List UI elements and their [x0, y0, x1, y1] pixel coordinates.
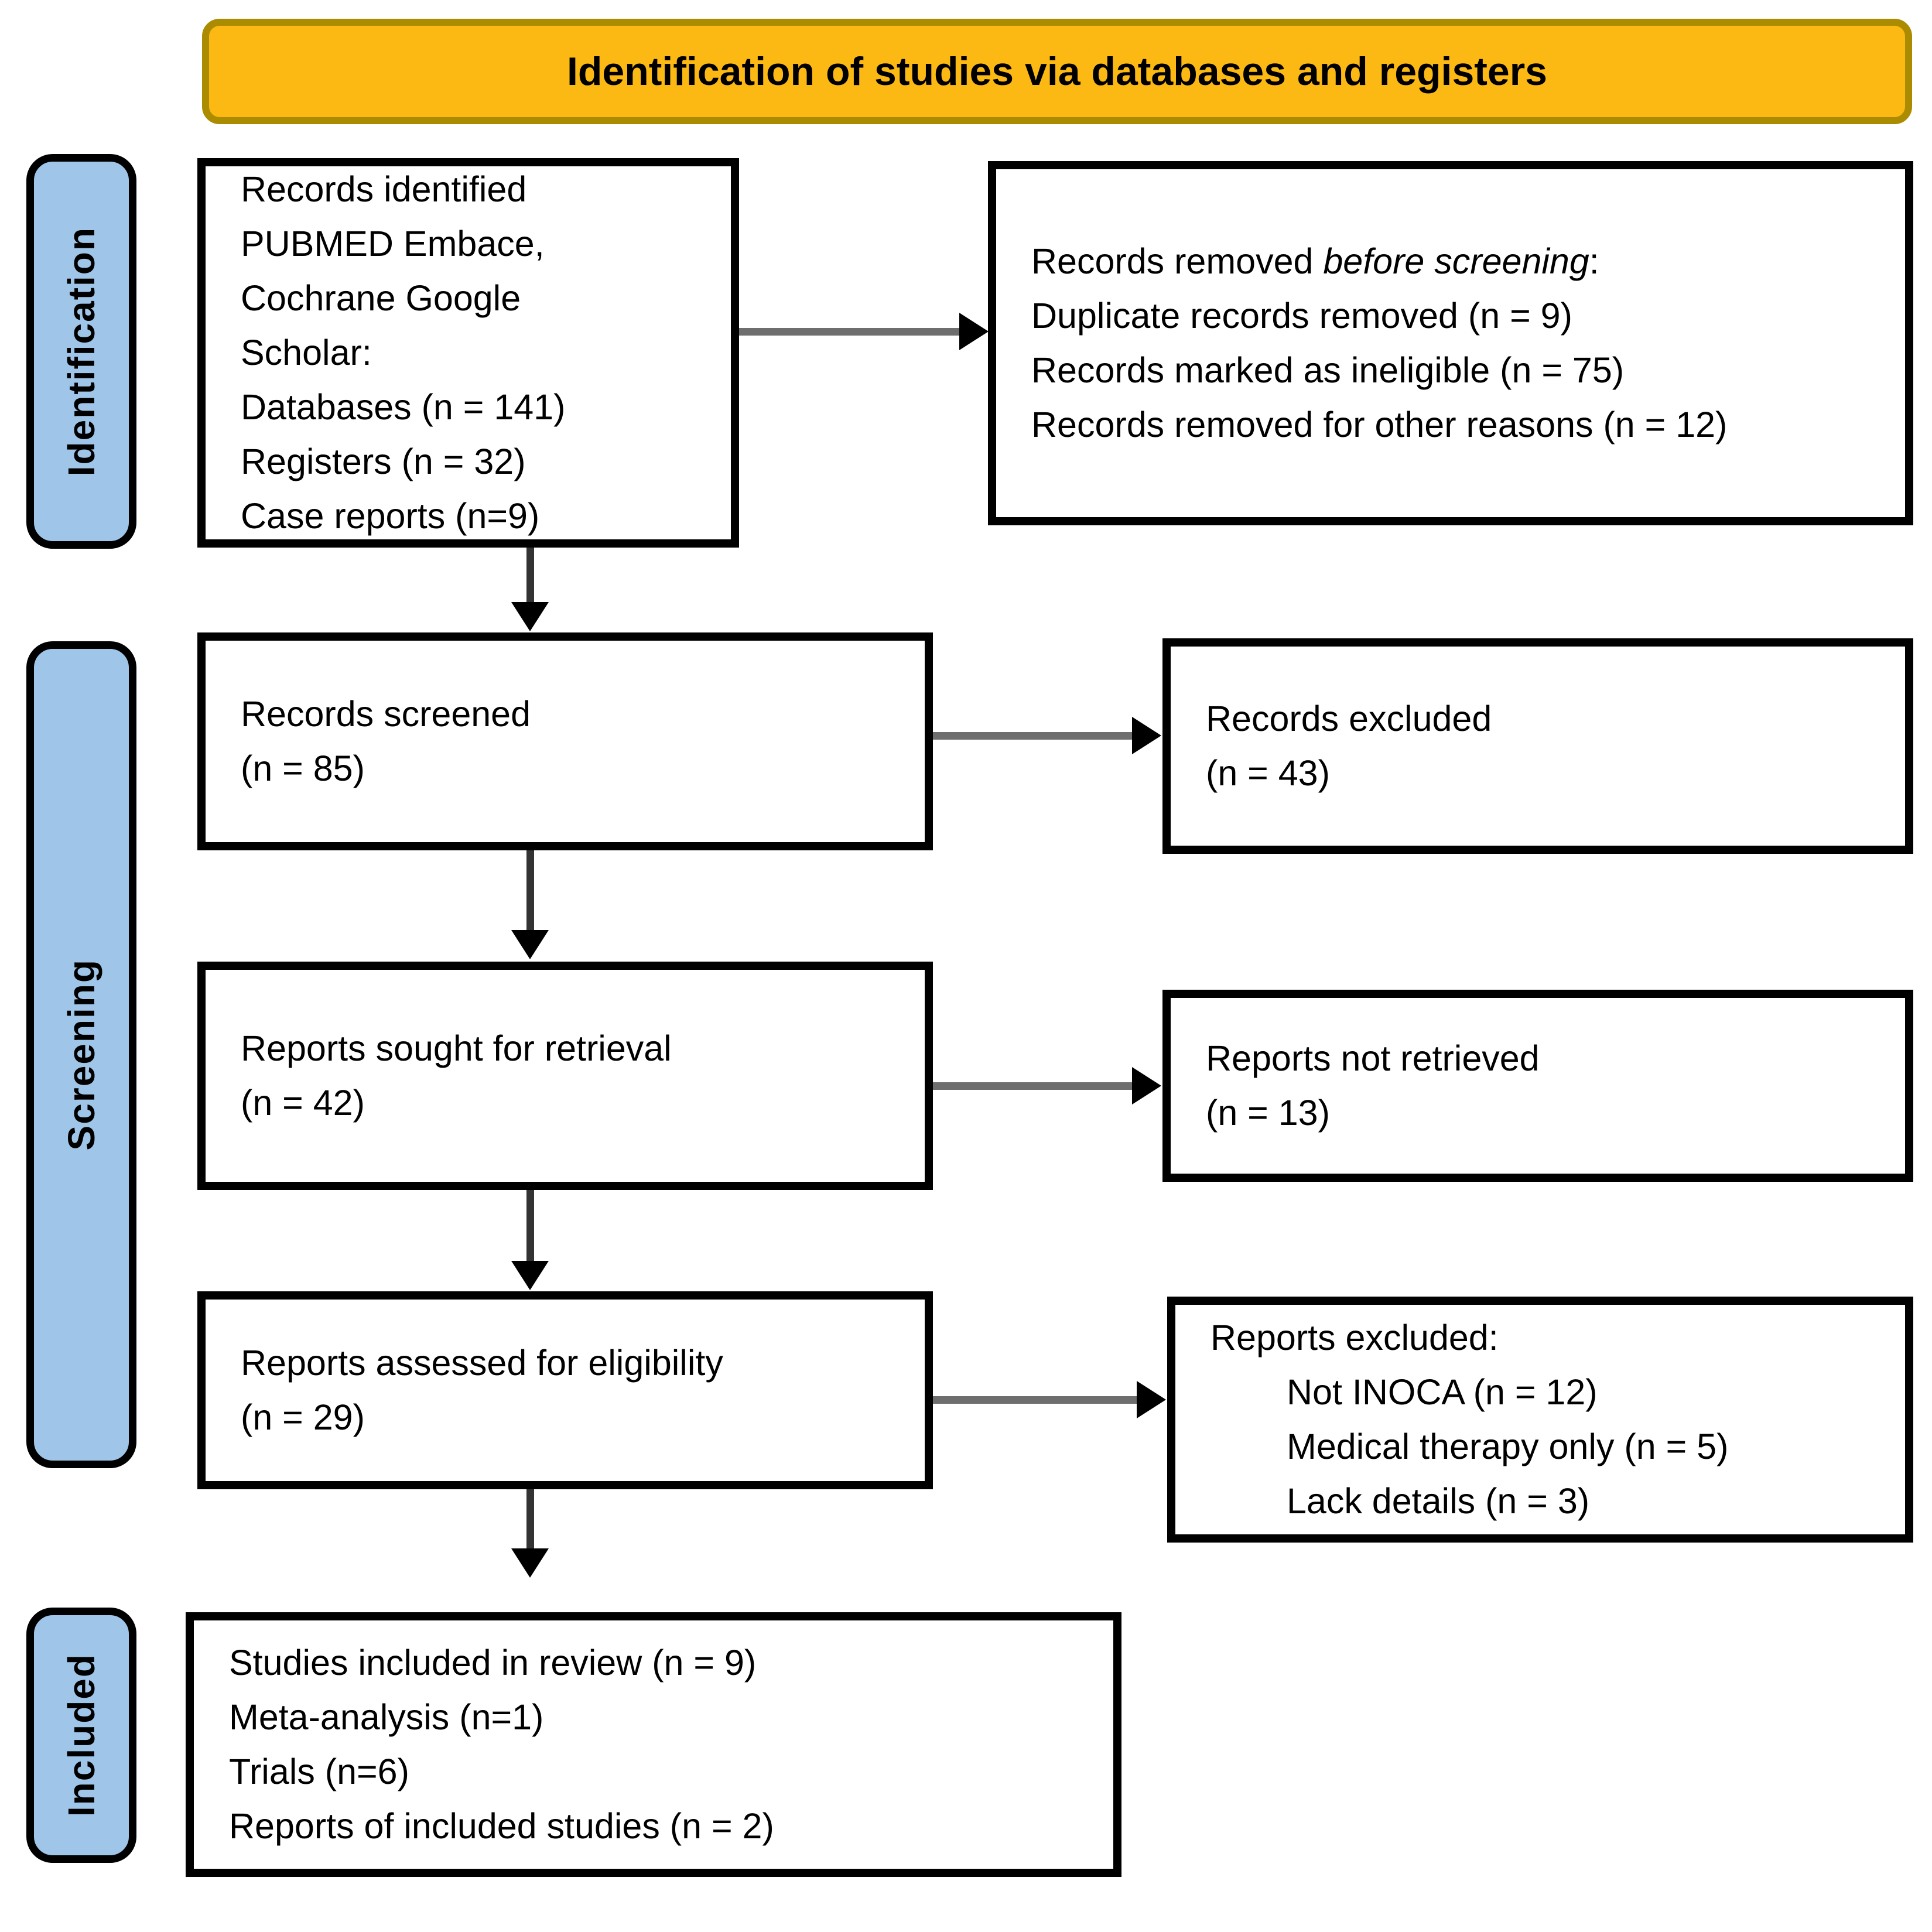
box-line: Records excluded [1206, 699, 1492, 738]
arrow-right-icon [959, 313, 989, 350]
box-line: Meta-analysis (n=1) [229, 1697, 544, 1737]
box-line: Cochrane Google [241, 278, 521, 318]
stage-bar-identification: Identification [26, 154, 136, 549]
box-records-screened: Records screened (n = 85) [197, 632, 933, 850]
arrow-screened-to-excluded [933, 732, 1135, 740]
box-line: Reports of included studies (n = 2) [229, 1806, 774, 1846]
arrow-sought-to-not-retrieved [933, 1082, 1135, 1090]
box-line: Case reports (n=9) [241, 496, 540, 536]
arrow-right-icon [1132, 717, 1161, 754]
box-line: Records marked as ineligible (n = 75) [1031, 350, 1625, 390]
arrow-down-icon [511, 1261, 549, 1290]
stage-bar-screening: Screening [26, 641, 136, 1468]
diagram-title: Identification of studies via databases … [566, 49, 1548, 94]
arrow-assessed-to-included [526, 1489, 534, 1551]
box-line: (n = 43) [1206, 753, 1330, 793]
box-records-identified: Records identified PUBMED Embace, Cochra… [197, 158, 739, 548]
title-banner: Identification of studies via databases … [202, 19, 1912, 124]
box-line: Records removed before screening: [1031, 234, 1882, 289]
stage-label-identification: Identification [60, 226, 102, 477]
box-line: (n = 29) [241, 1397, 365, 1437]
box-line: Duplicate records removed (n = 9) [1031, 296, 1572, 336]
box-line: (n = 13) [1206, 1093, 1330, 1133]
box-line: Studies included in review (n = 9) [229, 1643, 757, 1683]
box-line-part: : [1589, 241, 1599, 281]
box-line: Records screened [241, 694, 531, 734]
box-line: PUBMED Embace, [241, 224, 545, 264]
box-studies-included-in-review: Studies included in review (n = 9) Meta-… [186, 1612, 1121, 1877]
box-line: (n = 42) [241, 1083, 365, 1123]
stage-label-screening: Screening [60, 959, 102, 1151]
box-line: Registers (n = 32) [241, 442, 526, 481]
box-line: Reports sought for retrieval [241, 1028, 672, 1068]
stage-label-included: Included [60, 1653, 102, 1817]
arrow-right-icon [1132, 1067, 1161, 1105]
box-reports-excluded: Reports excluded: Not INOCA (n = 12) Med… [1167, 1297, 1913, 1543]
arrow-down-icon [511, 930, 549, 959]
box-line-part: Records removed [1031, 241, 1324, 281]
box-reports-sought-for-retrieval: Reports sought for retrieval (n = 42) [197, 962, 933, 1190]
box-line: Trials (n=6) [229, 1752, 409, 1791]
box-line: Records identified [241, 169, 527, 209]
box-line: (n = 85) [241, 748, 365, 788]
box-reports-assessed-for-eligibility: Reports assessed for eligibility (n = 29… [197, 1291, 933, 1489]
box-line: Databases (n = 141) [241, 387, 566, 427]
box-line: Reports excluded: [1211, 1318, 1499, 1357]
arrow-assessed-to-excluded [933, 1396, 1139, 1404]
box-records-removed-before-screening: Records removed before screening: Duplic… [988, 161, 1913, 525]
arrow-down-icon [511, 602, 549, 631]
stage-bar-included: Included [26, 1608, 136, 1863]
box-line: Records removed for other reasons (n = 1… [1031, 405, 1728, 444]
box-reports-not-retrieved: Reports not retrieved (n = 13) [1162, 990, 1913, 1182]
box-line: Reports assessed for eligibility [241, 1343, 723, 1383]
arrow-screened-to-sought [526, 850, 534, 932]
arrow-identified-to-removed [739, 328, 962, 336]
box-line: Medical therapy only (n = 5) [1287, 1427, 1729, 1466]
box-records-excluded: Records excluded (n = 43) [1162, 638, 1913, 854]
arrow-right-icon [1137, 1381, 1166, 1418]
box-line: Not INOCA (n = 12) [1287, 1372, 1598, 1412]
box-line: Scholar: [241, 333, 372, 372]
box-line-part-italic: before screening [1323, 241, 1589, 281]
box-line: Reports not retrieved [1206, 1038, 1540, 1078]
box-line: Lack details (n = 3) [1287, 1481, 1590, 1521]
arrow-identified-to-screened [526, 548, 534, 606]
arrow-down-icon [511, 1548, 549, 1578]
arrow-sought-to-assessed [526, 1190, 534, 1263]
